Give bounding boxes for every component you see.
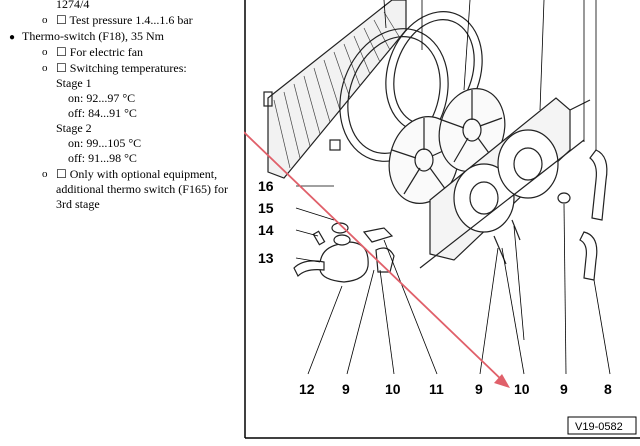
optional-text-3: 3rd stage: [56, 197, 100, 211]
text-line-ref: 1274/4: [56, 0, 90, 11]
exploded-view-drawing: 16 15 14 13 12 9 10 11 9 10 9 8 V19-0582: [244, 0, 640, 439]
thermo-switch-heading: Thermo-switch (F18), 35 Nm: [22, 29, 164, 43]
part-label-9: 9: [560, 381, 568, 397]
figure-reference: V19-0582: [575, 421, 623, 433]
test-pressure-text: ☐ Test pressure 1.4...1.6 bar: [56, 13, 193, 27]
circle-bullet-icon: o: [42, 62, 48, 74]
switching-text: ☐ Switching temperatures:: [56, 61, 187, 75]
stage1-off-value: off: 84...91 °C: [68, 106, 137, 120]
part-label-12: 12: [299, 381, 315, 397]
for-fan-text: ☐ For electric fan: [56, 45, 144, 59]
optional-text-1: ☐ Only with optional equipment,: [56, 167, 218, 181]
circle-bullet-icon: o: [42, 46, 48, 58]
part-label-8: 8: [604, 381, 612, 397]
red-pointer-arrow: [244, 130, 510, 388]
part-label-9: 9: [475, 381, 483, 397]
part-label-15: 15: [258, 200, 274, 216]
procedure-text: 1274/4 o ☐ Test pressure 1.4...1.6 bar ●…: [0, 0, 240, 446]
stage2-on-value: on: 99...105 °C: [68, 136, 142, 150]
part-label-14: 14: [258, 222, 274, 238]
fan-wheels: [388, 87, 506, 205]
stage1-label: Stage 1: [56, 76, 92, 90]
cooling-system-diagram: 16 15 14 13 12 9 10 11 9 10 9 8 V19-0582: [244, 0, 640, 446]
part-label-16: 16: [258, 178, 274, 194]
stage1-on-value: on: 92...97 °C: [68, 91, 136, 105]
stage2-label: Stage 2: [56, 121, 92, 135]
circle-bullet-icon: o: [42, 14, 48, 26]
part-label-10: 10: [385, 381, 401, 397]
leader-lines: [295, 0, 611, 375]
part-label-13: 13: [258, 250, 274, 266]
radiator-drawing: [263, 0, 407, 179]
part-label-10: 10: [514, 381, 530, 397]
part-label-9: 9: [342, 381, 350, 397]
circle-bullet-icon: o: [42, 168, 48, 180]
part-label-11: 11: [429, 381, 444, 397]
coolant-hoses: [557, 149, 608, 281]
stage2-off-value: off: 91...98 °C: [68, 151, 137, 165]
fan-housing: [419, 97, 591, 269]
expansion-tank: [293, 219, 521, 283]
disc-bullet-icon: ●: [9, 32, 16, 43]
reference-box: [567, 416, 637, 435]
optional-text-2: additional thermo switch (F165) for: [56, 182, 228, 196]
